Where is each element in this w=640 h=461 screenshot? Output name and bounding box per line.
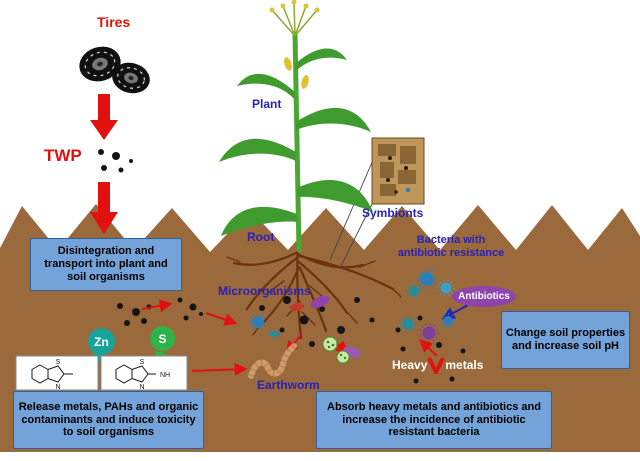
microorganism-icons [249, 295, 361, 364]
bacteria-label: Bacteria with antibiotic resistance [394, 234, 508, 260]
tires-label: Tires [97, 14, 131, 30]
tassel-icon [271, 1, 318, 37]
bacteria-label-line2: antibiotic resistance [397, 246, 505, 259]
heavy-metals-word: metals [445, 358, 484, 372]
bacteria-label-line1: Bacteria with [416, 234, 486, 246]
callout-absorb-heavy-metals: Absorb heavy metals and antibiotics and … [316, 391, 552, 449]
flow-down-arrows [90, 94, 118, 234]
chem-atom-label: S [56, 359, 61, 366]
symbionts-inset [371, 137, 425, 205]
earthworm-icon [248, 343, 297, 379]
bacteria-icons [406, 268, 455, 299]
microorganisms-label: Microorganisms [218, 284, 311, 298]
chem-structure-1: S N [15, 355, 99, 391]
symbionts-label: Symbionts [362, 206, 424, 220]
callout-release-metals: Release metals, PAHs and organic contami… [13, 391, 204, 449]
callout-disintegration: Disintegration and transport into plant … [30, 238, 182, 291]
twp-label: TWP [44, 146, 82, 165]
chem-atom-label: N [139, 384, 144, 391]
chem-atom-label: S [140, 359, 145, 366]
chem-atom-label: N [55, 384, 60, 391]
tires-icon [79, 46, 150, 94]
chem-structure-2: S N NH [100, 355, 188, 391]
heavy-metals-label: Heavy metals [392, 356, 483, 374]
antibiotics-badge: Antibiotics [452, 286, 516, 307]
root-label: Root [247, 230, 275, 244]
earthworm-label: Earthworm [257, 378, 320, 392]
zinc-badge: Zn [88, 328, 115, 355]
heavy-metals-v-icon [427, 357, 446, 374]
heavy-metals-word: Heavy [392, 358, 428, 372]
sulfur-badge: S [150, 326, 175, 351]
symbionts-callout-lines [329, 159, 374, 267]
callout-change-soil: Change soil properties and increase soil… [501, 311, 630, 369]
chem-atom-label: NH [160, 372, 170, 379]
antibiotics-arrow [441, 304, 469, 320]
corn-plant-illustration [219, 0, 373, 253]
plant-label: Plant [252, 97, 282, 111]
